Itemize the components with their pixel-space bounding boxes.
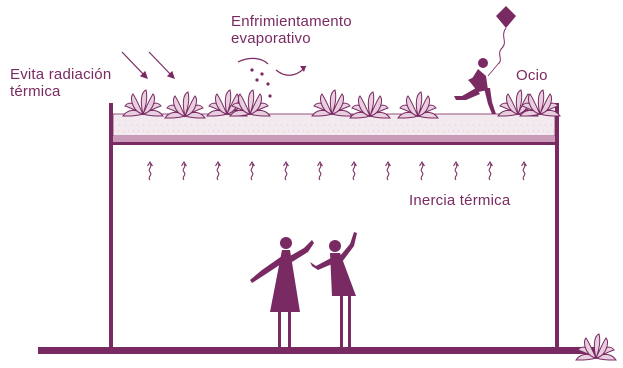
heat-wave-icon: [486, 161, 494, 181]
person-right: [310, 232, 357, 348]
plant-icon: [229, 89, 271, 117]
kite-icon: [487, 6, 516, 77]
heat-wave-icon: [214, 161, 222, 181]
evaporative-label-line1: Enfrimientamento: [231, 13, 352, 30]
heat-wave-icon: [418, 161, 426, 181]
plant-icon: [397, 91, 439, 119]
plant-icon: [311, 89, 353, 117]
radiation-label: Evita radiación térmica: [10, 66, 111, 100]
plant-icon: [349, 91, 391, 119]
heat-waves: [146, 161, 528, 181]
heat-wave-icon: [384, 161, 392, 181]
heat-wave-icon: [350, 161, 358, 181]
plant-icon: [164, 91, 206, 119]
leisure-label: Ocio: [516, 67, 548, 84]
plant-icon: [122, 89, 164, 117]
evaporation-swirl-icon: [237, 57, 307, 98]
roof-membrane: [113, 136, 555, 142]
child-figure: [454, 58, 496, 114]
heat-wave-icon: [452, 161, 460, 181]
plant-icon: [519, 89, 561, 117]
left-wall: [109, 103, 113, 349]
roof-slab: [113, 142, 555, 145]
right-wall: [555, 103, 559, 349]
heat-wave-icon: [282, 161, 290, 181]
ground-line: [38, 347, 598, 354]
heat-wave-icon: [248, 161, 256, 181]
evaporative-label-line2: evaporativo: [231, 30, 311, 47]
ground-plant-icon: [575, 333, 617, 361]
evaporative-label: Enfrimientamento evaporativo: [231, 13, 352, 47]
inertia-label: Inercia térmica: [409, 192, 511, 209]
radiation-arrows-icon: [121, 51, 175, 79]
radiation-label-line1: Evita radiación: [10, 66, 112, 83]
person-left: [250, 237, 314, 348]
heat-wave-icon: [146, 161, 154, 181]
heat-wave-icon: [180, 161, 188, 181]
heat-wave-icon: [316, 161, 324, 181]
heat-wave-icon: [520, 161, 528, 181]
radiation-label-line2: térmica: [10, 83, 61, 100]
